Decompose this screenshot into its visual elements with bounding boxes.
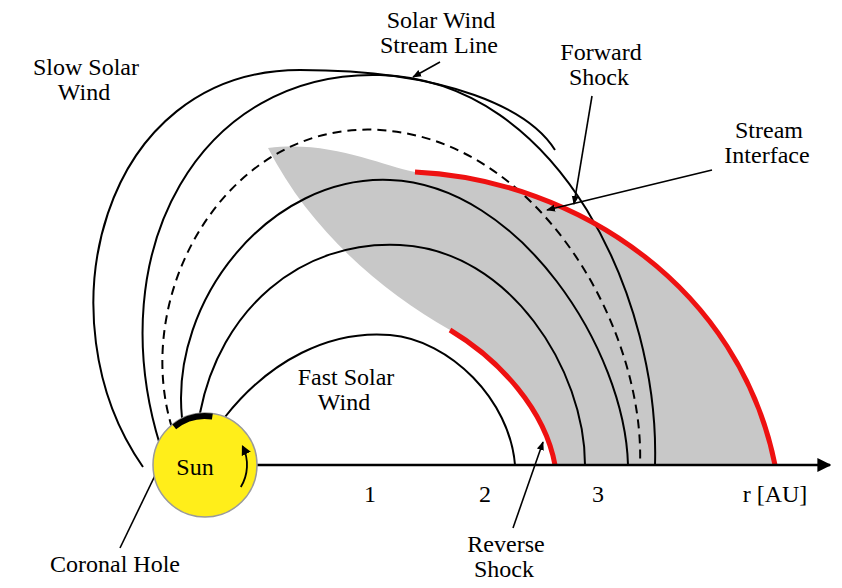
coronal-hole [172,413,212,429]
label-text: r [AU] [741,481,810,507]
stream-line [200,245,585,465]
label-text: Forward Shock [558,39,641,90]
stream-line [143,75,656,465]
sun-circle [153,413,257,517]
radial-axis [257,464,830,467]
label-text: 3 [590,481,606,507]
label-text: Fast Solar Wind [296,364,395,415]
axis-tick-label: 1 [355,482,385,507]
callout-label: Coronal Hole [35,552,195,577]
stream-interface-line [162,130,640,465]
leader-arrow [547,170,712,210]
stream-line [225,334,515,465]
leader-arrow [413,62,440,77]
label-text: Stream Interface [724,117,811,168]
reverse-shock [450,330,555,465]
callout-label: Stream Interface [708,118,828,168]
axis-title: r [AU] [730,482,820,507]
callout-label: Solar Wind Stream Line [373,8,508,58]
label-text: Solar Wind Stream Line [380,7,500,58]
stream-line [181,180,628,465]
leader-arrow [574,96,592,204]
rotation-arrow [241,447,247,487]
label-text: Slow Solar Wind [31,54,139,105]
region-label: Slow Solar Wind [20,55,150,105]
sun-disk: Sun [151,411,259,519]
label-text: 1 [362,481,378,507]
axis-tick-label: 3 [583,482,613,507]
label-text: 2 [477,481,493,507]
stream-line [93,70,555,467]
callout-label: Forward Shock [550,40,650,90]
region-label: Fast Solar Wind [285,365,405,415]
node-label: Sun [176,454,213,481]
label-text: Coronal Hole [48,551,182,577]
forward-shock [415,172,775,465]
callout-label: Reverse Shock [455,532,555,582]
label-text: Reverse Shock [465,531,544,582]
leader-arrow [513,442,543,528]
axis-tick-label: 2 [470,482,500,507]
